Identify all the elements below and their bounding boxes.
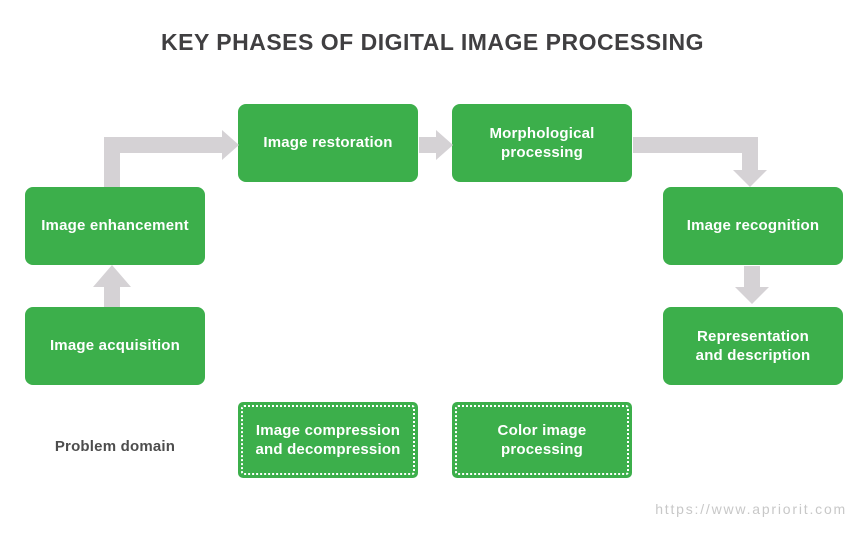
node-representation-and-description: Representation and description — [663, 307, 843, 385]
dashed-border: Image compression and decompression — [241, 405, 415, 475]
node-color-image-processing: Color image processing — [452, 402, 632, 478]
node-image-restoration: Image restoration — [238, 104, 418, 182]
arrowhead-right-icon — [222, 130, 239, 160]
arrowhead-down-icon — [733, 170, 767, 187]
arrow-shaft — [744, 266, 760, 287]
arrow-shaft — [742, 137, 758, 170]
node-image-compression-and-decompression-label: Image compression and decompression — [255, 421, 401, 459]
website-url: https://www.apriorit.com — [655, 501, 847, 517]
arrow-shaft — [104, 286, 120, 307]
dashed-border: Color image processing — [455, 405, 629, 475]
node-image-recognition-label: Image recognition — [686, 217, 820, 235]
node-color-image-processing-label: Color image processing — [497, 421, 587, 459]
node-morphological-processing-label: Morphological processing — [489, 124, 595, 162]
node-image-enhancement-label: Image enhancement — [41, 217, 189, 235]
arrowhead-down-icon — [735, 287, 769, 304]
arrow-shaft — [419, 137, 436, 153]
node-image-restoration-label: Image restoration — [263, 134, 393, 152]
arrow-shaft — [104, 137, 223, 153]
node-image-acquisition-label: Image acquisition — [49, 337, 181, 355]
arrowhead-up-icon — [93, 265, 131, 287]
node-image-compression-and-decompression: Image compression and decompression — [238, 402, 418, 478]
diagram-title: KEY PHASES OF DIGITAL IMAGE PROCESSING — [161, 29, 704, 55]
problem-domain-label: Problem domain — [54, 438, 176, 455]
node-image-recognition: Image recognition — [663, 187, 843, 265]
node-morphological-processing: Morphological processing — [452, 104, 632, 182]
node-image-acquisition: Image acquisition — [25, 307, 205, 385]
node-image-enhancement: Image enhancement — [25, 187, 205, 265]
arrowhead-right-icon — [436, 130, 453, 160]
node-representation-and-description-label: Representation and description — [695, 327, 811, 365]
arrow-shaft — [633, 137, 758, 153]
